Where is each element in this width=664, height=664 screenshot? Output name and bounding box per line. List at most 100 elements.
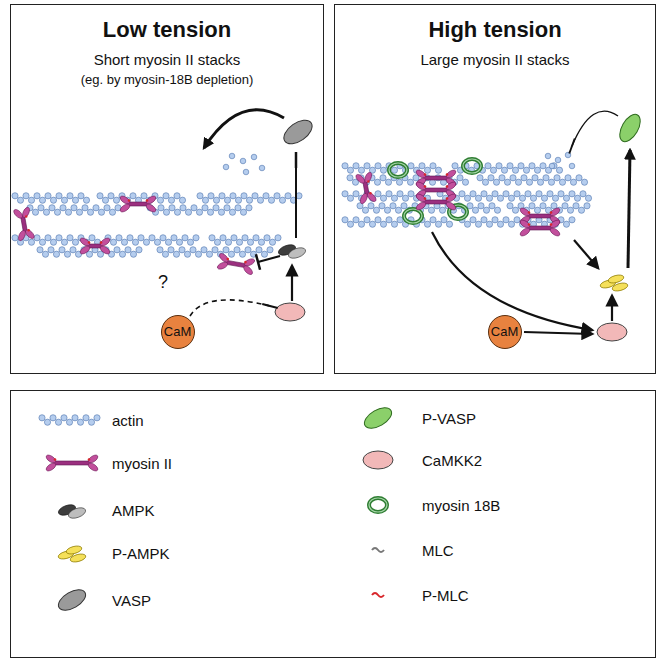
actin-bead [482,179,488,185]
actin-bead [552,195,558,201]
actin-bead [185,209,191,215]
p-mlc [25,215,28,218]
g-actin [229,153,235,159]
actin-bead [435,167,441,173]
myosin-ii [519,219,561,238]
actin-bead [490,167,496,173]
actin-bead [362,207,368,213]
legend-box [10,390,656,658]
actin-bead [136,247,142,253]
actin-bead [241,193,247,199]
myosin-18b [389,163,407,177]
actin-bead [548,179,554,185]
actin-bead [110,239,116,245]
actin-bead [89,235,95,241]
actin-bead [459,191,465,197]
arrow [628,150,630,268]
myosin-head [445,193,457,204]
camkk2 [597,323,627,341]
actin-bead [358,221,364,227]
myosin-head [445,201,457,212]
actin-bead [258,239,264,245]
actin-bead [347,175,353,181]
inhibition-line [258,256,280,262]
myosin-rod [424,176,448,180]
g-actin [555,157,561,163]
actin-bead [127,235,133,241]
myosin-rod [528,214,552,218]
myosin-18b [389,163,407,177]
p-mlc [244,261,247,264]
actin-bead [390,203,396,209]
myosin-head [549,207,561,218]
actin-filament [27,205,121,216]
actin-bead [576,175,582,181]
myosin-head [99,245,111,256]
inhibition-bar [569,138,574,153]
actin-bead [274,193,280,199]
actin-bead [240,209,246,215]
actin-bead [569,217,575,223]
actin-bead [37,247,43,253]
actin-bead [88,419,94,425]
actin-bead [526,179,532,185]
actin-bead [342,163,348,169]
actin-bead [157,197,163,203]
actin-bead [193,235,199,241]
myosin-ii [45,454,99,473]
actin-bead [201,247,207,253]
actin-bead [174,193,180,199]
actin-bead [492,217,498,223]
actin-bead [209,235,215,241]
legend-text: CaMKK2 [422,452,482,469]
p-mlc [528,211,531,214]
actin-bead [514,191,520,197]
actin-bead [268,197,274,203]
actin-bead [208,193,214,199]
myosin-head [366,191,378,203]
actin-bead [534,207,540,213]
vasp [280,115,317,148]
actin-bead [72,415,78,421]
myosin-head [87,454,99,465]
actin-bead [464,195,470,201]
actin-bead [545,207,551,213]
actin-bead [23,193,29,199]
legend-text: myosin 18B [422,497,500,514]
actin-bead [375,191,381,197]
myosin-head [45,454,57,465]
actin-bead [56,193,62,199]
actin-bead [49,205,55,211]
p-ampk [611,282,628,293]
actin-bead [28,197,34,203]
actin-bead [102,197,108,203]
actin-bead [184,251,190,257]
actin-filament [437,191,592,202]
actin-bead [235,205,241,211]
actin-filament [342,217,453,228]
actin-bead [507,203,513,209]
actin-bead [55,419,61,425]
actin-bead [224,205,230,211]
actin-bead [521,175,527,181]
legend-text: VASP [112,592,151,609]
myosin-rod [424,200,448,204]
p-mlc [54,458,57,461]
actin-bead [261,251,267,257]
myosin-ii [354,170,378,205]
myosin-head [24,228,36,240]
actin-bead [508,195,514,201]
ampk [287,246,307,261]
arrow [204,110,284,148]
myosin-head [445,181,457,192]
actin-bead [543,175,549,181]
actin-bead [380,195,386,201]
actin-bead [179,197,185,203]
actin-bead [187,239,193,245]
actin-bead [66,419,72,425]
actin-bead [190,247,196,253]
actin-bead [246,205,252,211]
actin-bead [42,251,48,257]
myosin-head [354,173,366,185]
actin-bead [497,221,503,227]
